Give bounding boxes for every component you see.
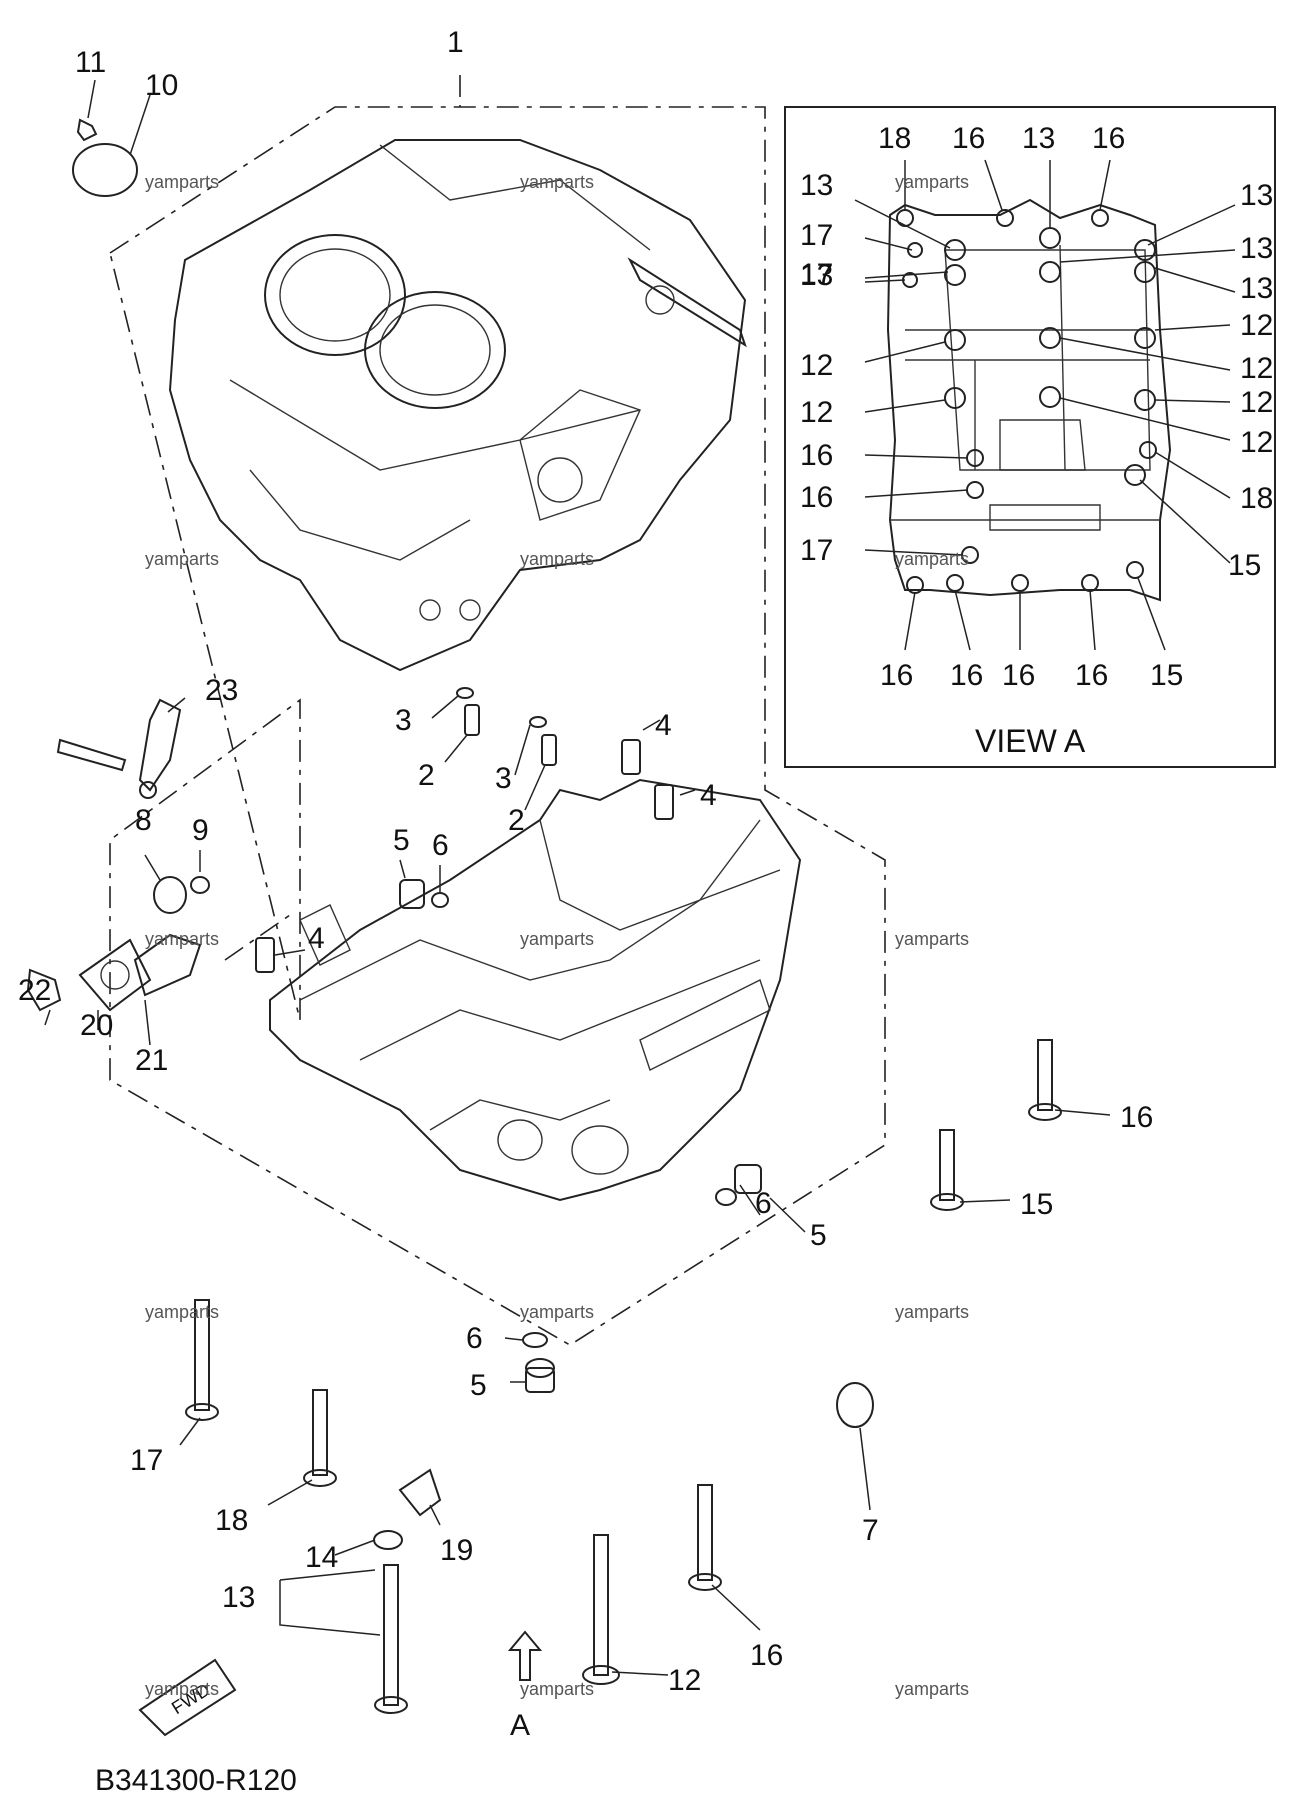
callout-23: 23 (205, 674, 238, 707)
watermark: yamparts (145, 929, 219, 949)
view-a-callout-13-right-2: 13 (1240, 232, 1273, 265)
callout-21: 21 (135, 1044, 168, 1077)
watermark: yamparts (895, 929, 969, 949)
watermark: yamparts (520, 1679, 594, 1699)
assembly-outline (109, 106, 886, 1346)
view-arrow-label: A (510, 1709, 530, 1742)
callout-6-lower: 6 (466, 1322, 483, 1355)
view-a-callout-13-left-1: 13 (800, 169, 833, 202)
callout-9: 9 (192, 814, 209, 847)
callout-5-lower: 5 (470, 1369, 487, 1402)
callout-4-left: 4 (308, 922, 325, 955)
view-a-callout-16-bottom-2: 16 (950, 659, 983, 692)
watermark: yamparts (145, 549, 219, 569)
view-a-callout-12-right-2: 12 (1240, 352, 1273, 385)
watermark: yamparts (520, 929, 594, 949)
callout-3-upper: 3 (395, 704, 412, 737)
view-a-callout-15-bottom: 15 (1150, 659, 1183, 692)
callout-2-lower: 2 (508, 804, 525, 837)
view-a-callout-12-left-1: 12 (800, 349, 833, 382)
watermark: yamparts (895, 172, 969, 192)
callout-15: 15 (1020, 1188, 1053, 1221)
watermark: yamparts (145, 172, 219, 192)
view-a-callout-18-right: 18 (1240, 482, 1273, 515)
watermark: yamparts (520, 549, 594, 569)
view-a-callout-13-right-1: 13 (1240, 179, 1273, 212)
diagram-code: B341300-R120 (95, 1764, 297, 1797)
callout-8: 8 (135, 804, 152, 837)
callout-1: 1 (447, 26, 464, 59)
view-a-callout-15-right: 15 (1228, 549, 1261, 582)
callout-7: 7 (862, 1514, 879, 1547)
callout-17: 17 (130, 1444, 163, 1477)
view-a-callout-12-right-3: 12 (1240, 386, 1273, 419)
callout-5-right: 5 (810, 1219, 827, 1252)
callout-11: 11 (75, 46, 106, 79)
callout-10: 10 (145, 69, 178, 102)
view-a-title: VIEW A (975, 723, 1086, 759)
view-a-callout-13-left-2: 13 (800, 259, 833, 292)
view-a-callout-13-top: 13 (1022, 122, 1055, 155)
watermark: yamparts (145, 1679, 219, 1699)
callout-14: 14 (305, 1541, 338, 1574)
lower-crankcase (269, 778, 802, 1202)
view-a-callout-16-left-2: 16 (800, 481, 833, 514)
callout-19: 19 (440, 1534, 473, 1567)
callout-3-lower: 3 (495, 762, 512, 795)
callout-22: 22 (18, 974, 51, 1007)
view-a-callout-16-bottom-1: 16 (880, 659, 913, 692)
callout-18: 18 (215, 1504, 248, 1537)
callout-13: 13 (222, 1581, 255, 1614)
watermark: yamparts (895, 1679, 969, 1699)
view-a-callout-16-top-right: 16 (1092, 122, 1125, 155)
small-parts (26, 118, 1062, 1737)
view-a-callout-16-left-1: 16 (800, 439, 833, 472)
callout-5-upper: 5 (393, 824, 410, 857)
callout-2-upper: 2 (418, 759, 435, 792)
view-a-callout-17-left-1: 17 (800, 219, 833, 252)
view-a-inset: 18 16 13 16 13 13 17 13 13 13 17 17 12 1… (784, 106, 1276, 768)
watermark: yamparts (895, 1302, 969, 1322)
watermark: yamparts (895, 549, 969, 569)
view-a-callout-17-left-3: 17 (800, 534, 833, 567)
callout-6-upper: 6 (432, 829, 449, 862)
view-a-callout-12-right-1: 12 (1240, 309, 1273, 342)
callout-20: 20 (80, 1009, 113, 1042)
watermark: yamparts (145, 1302, 219, 1322)
view-a-callout-12-right-4: 12 (1240, 426, 1273, 459)
callout-6-right: 6 (755, 1187, 772, 1220)
view-a-callout-16-bottom-3: 16 (1002, 659, 1035, 692)
view-a-callout-16-bottom-4: 16 (1075, 659, 1108, 692)
callout-16-right: 16 (1120, 1101, 1153, 1134)
upper-crankcase (168, 139, 747, 672)
callout-4-mid: 4 (700, 779, 717, 812)
view-a-callout-12-left-2: 12 (800, 396, 833, 429)
view-a-callout-18-top: 18 (878, 122, 911, 155)
callout-16-bottom: 16 (750, 1639, 783, 1672)
callout-12: 12 (668, 1664, 701, 1697)
watermark: yamparts (520, 172, 594, 192)
view-a-callout-13-right-3: 13 (1240, 272, 1273, 305)
view-a-callout-17-left-1b: 17 (800, 258, 833, 291)
watermark: yamparts (520, 1302, 594, 1322)
view-a-callout-16-top-left: 16 (952, 122, 985, 155)
callout-4-top: 4 (655, 709, 672, 742)
